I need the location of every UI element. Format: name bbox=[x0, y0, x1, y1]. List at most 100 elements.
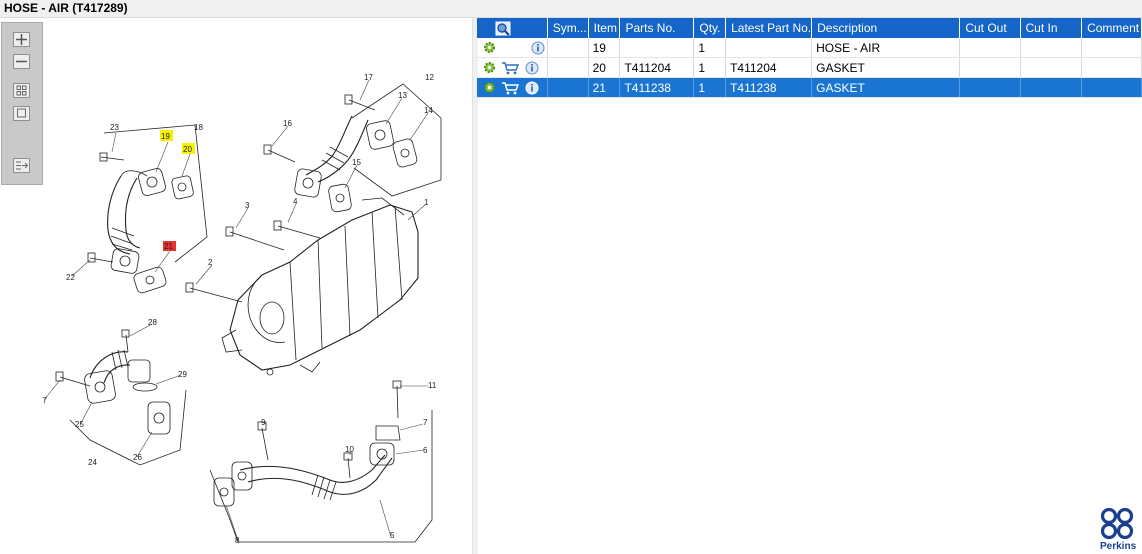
cell-symbol bbox=[547, 77, 589, 98]
col-parts-no[interactable]: Parts No. bbox=[619, 18, 695, 38]
callout-13[interactable]: 13 bbox=[398, 91, 407, 100]
callout-24[interactable]: 24 bbox=[88, 458, 97, 467]
callout-25[interactable]: 25 bbox=[75, 420, 84, 429]
gear-icon[interactable] bbox=[483, 41, 496, 54]
cell-parts-no: T411238 bbox=[619, 77, 695, 98]
callout-7[interactable]: 7 bbox=[423, 418, 428, 427]
row-actions bbox=[477, 57, 548, 78]
grid-icon bbox=[16, 85, 27, 96]
parts-list-pane: Sym... Item Parts No. Qty. Latest Part N… bbox=[477, 18, 1142, 554]
callout-5[interactable]: 5 bbox=[390, 531, 395, 540]
table-row[interactable]: 20 T411204 1 T411204 GASKET bbox=[477, 57, 1142, 78]
cell-cut-in bbox=[1020, 38, 1083, 58]
callout-22[interactable]: 22 bbox=[66, 273, 75, 282]
callout-16[interactable]: 16 bbox=[283, 119, 292, 128]
highlight-20 bbox=[182, 143, 195, 154]
callout-10[interactable]: 10 bbox=[345, 445, 354, 454]
fit-window-button[interactable] bbox=[13, 106, 30, 121]
callout-17[interactable]: 17 bbox=[364, 73, 373, 82]
callout-29[interactable]: 29 bbox=[178, 370, 187, 379]
callout-27[interactable]: 27 bbox=[42, 396, 47, 405]
cell-symbol bbox=[547, 57, 589, 78]
shopping-cart-icon[interactable] bbox=[501, 61, 520, 75]
col-qty[interactable]: Qty. bbox=[693, 18, 727, 38]
row-actions bbox=[477, 77, 548, 98]
col-filter[interactable] bbox=[477, 18, 548, 38]
window-title: HOSE - AIR (T417289) bbox=[4, 1, 128, 15]
callout-3[interactable]: 3 bbox=[245, 201, 250, 210]
col-comment[interactable]: Comment bbox=[1081, 18, 1142, 38]
callout-6[interactable]: 6 bbox=[423, 446, 428, 455]
callout-28[interactable]: 28 bbox=[148, 318, 157, 327]
callout-18[interactable]: 18 bbox=[194, 123, 203, 132]
callout-19[interactable]: 19 bbox=[161, 132, 170, 141]
fit-all-button[interactable] bbox=[13, 83, 30, 98]
brand-name: Perkins bbox=[1100, 541, 1137, 552]
diagram-pane[interactable] bbox=[0, 18, 472, 554]
callout-21[interactable]: 21 bbox=[164, 242, 173, 251]
zoom-in-icon bbox=[16, 34, 27, 45]
cell-qty: 1 bbox=[693, 57, 727, 78]
highlight-19 bbox=[160, 130, 173, 141]
pane-splitter[interactable] bbox=[472, 18, 478, 554]
callout-2[interactable]: 2 bbox=[208, 258, 213, 267]
cell-comment bbox=[1081, 77, 1142, 98]
callout-14[interactable]: 14 bbox=[424, 106, 433, 115]
callout-23[interactable]: 23 bbox=[110, 123, 119, 132]
cell-comment bbox=[1081, 57, 1142, 78]
zoom-out-button[interactable] bbox=[13, 54, 30, 69]
col-symbol[interactable]: Sym... bbox=[547, 18, 589, 38]
callout-4[interactable]: 4 bbox=[293, 197, 298, 206]
gear-icon[interactable] bbox=[483, 81, 496, 94]
title-bar: HOSE - AIR (T417289) bbox=[0, 0, 1142, 18]
col-latest-part-no[interactable]: Latest Part No. bbox=[725, 18, 813, 38]
callout-26[interactable]: 26 bbox=[133, 453, 142, 462]
col-cut-in[interactable]: Cut In bbox=[1020, 18, 1083, 38]
cell-description: HOSE - AIR bbox=[811, 38, 961, 58]
parts-table: Sym... Item Parts No. Qty. Latest Part N… bbox=[477, 18, 1142, 98]
cell-latest-part-no: T411204 bbox=[725, 57, 813, 78]
info-icon[interactable] bbox=[531, 41, 545, 55]
zoom-out-icon bbox=[16, 60, 27, 63]
callout-9[interactable]: 9 bbox=[261, 418, 266, 427]
col-item[interactable]: Item bbox=[588, 18, 621, 38]
cell-cut-in bbox=[1020, 77, 1083, 98]
export-icon bbox=[16, 161, 29, 170]
cell-cut-out bbox=[959, 77, 1021, 98]
export-button[interactable] bbox=[13, 158, 30, 173]
col-description[interactable]: Description bbox=[811, 18, 961, 38]
cell-cut-out bbox=[959, 57, 1021, 78]
callout-11[interactable]: 11 bbox=[428, 381, 437, 390]
cell-item: 19 bbox=[588, 38, 621, 58]
callout-8[interactable]: 8 bbox=[235, 536, 240, 545]
callout-12[interactable]: 12 bbox=[425, 73, 434, 82]
callout-15[interactable]: 15 bbox=[352, 158, 361, 167]
search-filter-icon bbox=[495, 21, 511, 36]
gear-icon[interactable] bbox=[483, 61, 496, 74]
parts-diagram[interactable]: 1 2 3 4 5 6 7 8 9 10 11 12 13 14 15 16 1… bbox=[42, 60, 462, 550]
cell-item: 21 bbox=[588, 77, 621, 98]
zoom-in-button[interactable] bbox=[13, 32, 30, 47]
info-icon[interactable] bbox=[525, 61, 539, 75]
cell-latest-part-no: T411238 bbox=[725, 77, 813, 98]
shopping-cart-icon[interactable] bbox=[501, 81, 520, 95]
cell-comment bbox=[1081, 38, 1142, 58]
highlight-21 bbox=[163, 241, 176, 251]
callout-20[interactable]: 20 bbox=[183, 145, 192, 154]
cell-symbol bbox=[547, 38, 589, 58]
info-icon[interactable] bbox=[525, 81, 539, 95]
cell-parts-no: T411204 bbox=[619, 57, 695, 78]
cell-description: GASKET bbox=[811, 57, 961, 78]
diagram-toolbar bbox=[1, 22, 43, 185]
cell-item: 20 bbox=[588, 57, 621, 78]
square-icon bbox=[17, 108, 26, 118]
table-header: Sym... Item Parts No. Qty. Latest Part N… bbox=[477, 18, 1142, 38]
table-row[interactable]: 19 1 HOSE - AIR bbox=[477, 38, 1142, 58]
callout-1[interactable]: 1 bbox=[424, 198, 429, 207]
cell-latest-part-no bbox=[725, 38, 813, 58]
cell-qty: 1 bbox=[693, 77, 727, 98]
col-cut-out[interactable]: Cut Out bbox=[959, 18, 1021, 38]
row-actions bbox=[477, 38, 548, 58]
table-row-selected[interactable]: 21 T411238 1 T411238 GASKET bbox=[477, 77, 1142, 98]
cell-cut-in bbox=[1020, 57, 1083, 78]
